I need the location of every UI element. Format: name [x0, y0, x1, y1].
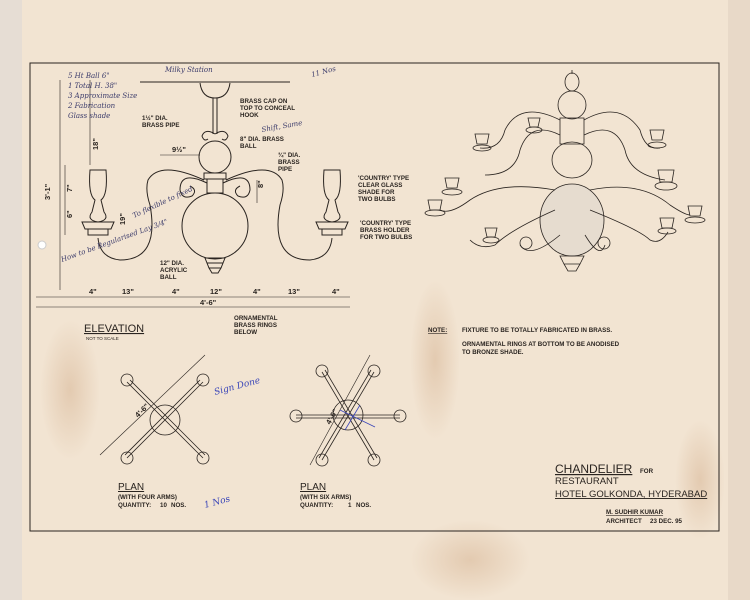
- plan-quantity: 10: [160, 502, 167, 509]
- label-brass-holder: FOR TWO BULBS: [360, 234, 412, 241]
- perspective-sketch: [424, 70, 706, 272]
- label-brass-ball: BALL: [240, 143, 257, 150]
- dim-bottom: 12": [210, 287, 222, 296]
- architect-name: M. SUDHIR KUMAR: [606, 509, 664, 516]
- paper: [22, 0, 728, 600]
- plan-six-arms: [289, 354, 407, 467]
- dim-bottom: 4": [172, 287, 180, 296]
- note-block: NOTE: FIXTURE TO BE TOTALLY FABRICATED I…: [428, 327, 620, 356]
- title-for: FOR: [640, 468, 654, 475]
- label-rings: BRASS RINGS: [234, 322, 277, 329]
- elevation-drawing: [36, 80, 350, 308]
- plan-title: PLAN: [118, 482, 144, 493]
- dim-bottom: 4": [332, 287, 340, 296]
- note-line: FIXTURE TO BE TOTALLY FABRICATED IN BRAS…: [462, 327, 612, 334]
- plan-arms: (WITH FOUR ARMS): [118, 494, 177, 501]
- note-line: ORNAMENTAL RINGS AT BOTTOM TO BE ANODISE…: [462, 341, 620, 348]
- note-label: NOTE:: [428, 327, 447, 334]
- label-glass-shade: CLEAR GLASS: [358, 182, 402, 189]
- plan-title: PLAN: [300, 482, 326, 493]
- handwritten-note: 5 Ht Ball 6": [68, 72, 110, 80]
- dim-bottom: 13": [122, 287, 134, 296]
- drawing-border: [29, 62, 720, 532]
- dim-overall: 4'-6": [200, 298, 217, 307]
- label-glass-shade: TWO BULBS: [358, 196, 395, 203]
- plan-arms: (WITH SIX ARMS): [300, 494, 351, 501]
- water-stain: [410, 520, 530, 600]
- label-brass-ball: 8" DIA. BRASS: [240, 136, 284, 143]
- label-arm-pipe: BRASS: [278, 159, 300, 166]
- dim-mid: 8": [256, 180, 265, 188]
- label-rings: BELOW: [234, 329, 257, 336]
- label-arm-pipe: ¾" DIA.: [278, 152, 300, 159]
- label-brass-pipe: 1½" DIA.: [142, 115, 168, 122]
- handwritten-note: Glass shade: [68, 112, 110, 120]
- label-brass-cap: BRASS CAP ON: [240, 98, 288, 105]
- handwritten-note: 1 Total H. 38": [68, 82, 117, 90]
- handwritten-note: 2 Fabrication: [67, 102, 116, 110]
- dim-bottom: 4": [253, 287, 261, 296]
- drawing-date: 23 DEC. 95: [650, 518, 683, 525]
- label-glass-shade: SHADE FOR: [358, 189, 395, 196]
- label-brass-cap: HOOK: [240, 112, 259, 119]
- label-brass-holder: 'COUNTRY' TYPE: [360, 220, 411, 227]
- dim-total-height: 3'-1": [43, 183, 52, 200]
- label-acrylic-ball: ACRYLIC: [160, 267, 188, 274]
- plan-quantity-label: QUANTITY:: [118, 502, 151, 509]
- label-rings: ORNAMENTAL: [234, 315, 278, 322]
- elevation-subtitle: NOT TO SCALE: [86, 336, 119, 341]
- label-brass-holder: BRASS HOLDER: [360, 227, 410, 234]
- label-glass-shade: 'COUNTRY' TYPE: [358, 175, 409, 182]
- handwritten-note: 3 Approximate Size: [68, 92, 137, 100]
- dim-bottom: 4": [89, 287, 97, 296]
- label-arm-pipe: PIPE: [278, 166, 292, 173]
- paper-edge: [0, 0, 22, 600]
- dim-arm: 19": [118, 213, 127, 225]
- title-hotel: HOTEL GOLKONDA, HYDERABAD: [555, 489, 707, 500]
- water-stain: [675, 420, 725, 540]
- dim-bottom: 13": [288, 287, 300, 296]
- drawing-title: CHANDELIER: [555, 462, 633, 476]
- elevation-labels: BRASS CAP ON TOP TO CONCEAL HOOK 1½" DIA…: [43, 98, 412, 341]
- water-stain: [410, 280, 460, 440]
- handwritten-note: Milky Station: [164, 66, 213, 74]
- label-brass-cap: TOP TO CONCEAL: [240, 105, 295, 112]
- plan-unit: NOS.: [171, 502, 186, 509]
- plan-quantity: 1: [348, 502, 352, 509]
- architect-role: ARCHITECT: [606, 518, 642, 525]
- dim-shade: 7": [65, 184, 74, 192]
- label-acrylic-ball: BALL: [160, 274, 177, 281]
- title-block: CHANDELIER FOR RESTAURANT HOTEL GOLKONDA…: [555, 462, 707, 525]
- note-line: TO BRONZE SHADE.: [462, 349, 524, 356]
- dim-holder: 6": [65, 210, 74, 218]
- dim-half: 9½": [172, 145, 186, 154]
- plan-four-arms: [99, 354, 210, 465]
- label-brass-pipe: BRASS PIPE: [142, 122, 179, 129]
- plan-unit: NOS.: [356, 502, 371, 509]
- title-restaurant: RESTAURANT: [555, 476, 619, 487]
- label-acrylic-ball: 12" DIA.: [160, 260, 184, 267]
- paper-edge: [728, 0, 750, 600]
- elevation-title: ELEVATION: [84, 323, 144, 335]
- water-stain: [40, 320, 100, 460]
- dim-upper: 18": [91, 138, 100, 150]
- punch-hole: [37, 240, 47, 250]
- plan-quantity-label: QUANTITY:: [300, 502, 333, 509]
